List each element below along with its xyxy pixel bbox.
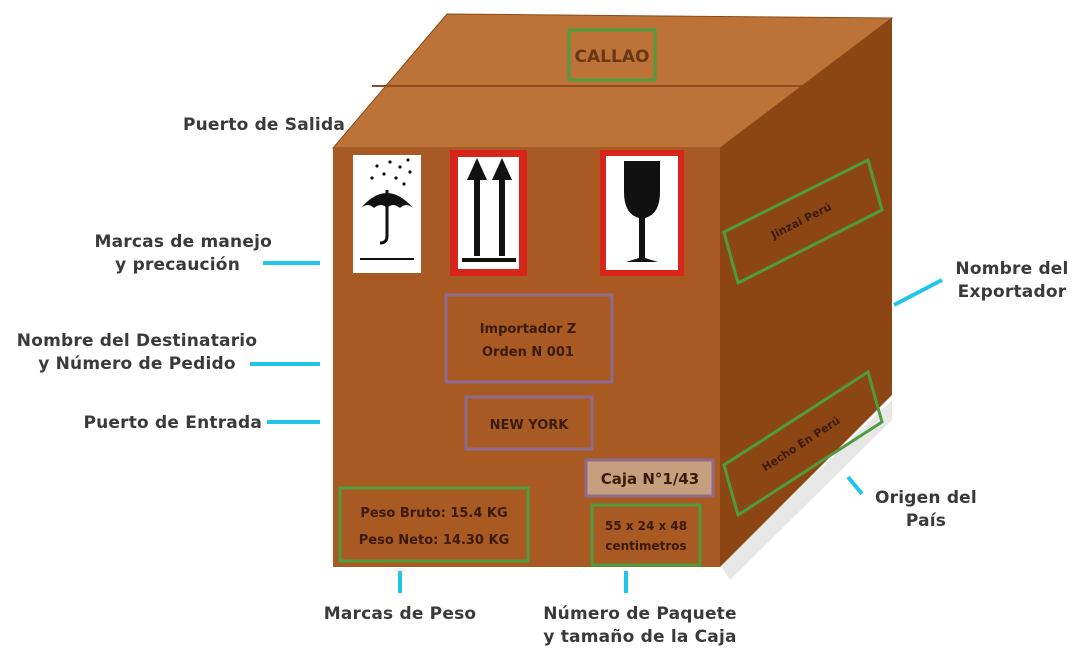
dimensions-line2: centimetros <box>605 539 686 553</box>
label-marcas-manejo: Marcas de manejo y precaución <box>94 232 272 275</box>
dimensions-highlight <box>590 503 702 567</box>
consignee-line2: Orden N 001 <box>482 345 574 360</box>
weight-highlight <box>338 486 530 563</box>
package-number-highlight <box>584 458 715 498</box>
package-number-text: Caja N°1/43 <box>601 470 699 488</box>
weight-net: Peso Neto: 14.30 KG <box>359 533 510 548</box>
fragile-glass-icon <box>600 150 684 276</box>
connector-origen <box>846 475 864 496</box>
label-destinatario: Nombre del Destinatario y Número de Pedi… <box>16 331 258 374</box>
box-side-face <box>720 18 892 567</box>
umbrella-keep-dry-icon <box>353 155 421 273</box>
label-marcas-peso: Marcas de Peso <box>323 604 477 624</box>
origin-highlight <box>722 369 884 518</box>
connector-exportador <box>893 278 943 307</box>
label-origen: Origen del País <box>875 488 977 531</box>
top-port-text: CALLAO <box>575 47 650 67</box>
label-exportador: Nombre del Exportador <box>955 259 1069 302</box>
top-port-highlight <box>567 28 657 82</box>
label-numero-paquete: Número de Paquete y tamaño de la Caja <box>543 604 737 647</box>
dimensions-line1: 55 x 24 x 48 <box>605 519 687 533</box>
label-puerto-entrada: Puerto de Entrada <box>83 413 262 433</box>
exporter-highlight <box>722 157 884 286</box>
entry-port-text: NEW YORK <box>490 418 570 433</box>
consignee-line1: Importador Z <box>480 322 577 337</box>
callout-connectors <box>250 261 943 593</box>
weight-gross: Peso Bruto: 15.4 KG <box>360 506 507 521</box>
this-way-up-arrows-icon <box>450 150 527 276</box>
consignee-highlight <box>444 293 614 384</box>
label-puerto-salida: Puerto de Salida <box>182 115 345 135</box>
entry-port-highlight <box>464 395 594 451</box>
